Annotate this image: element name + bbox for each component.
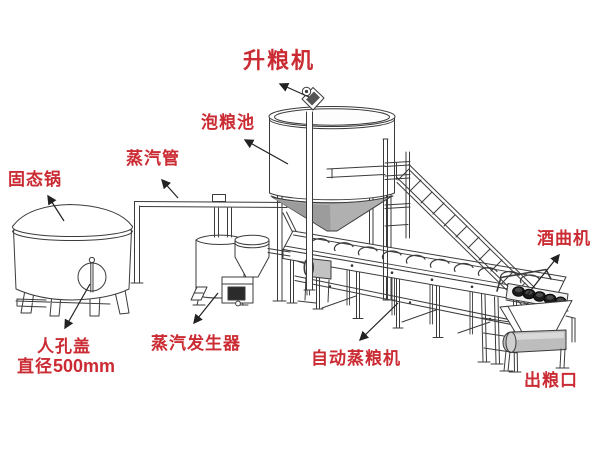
leader-steam-generator <box>193 292 219 325</box>
outlet-legs <box>499 315 576 372</box>
elevator-head-band <box>306 91 320 106</box>
label-grain-outlet-text: 出粮口 <box>524 371 578 391</box>
conveyor-lower-rail <box>294 275 549 334</box>
pot-manhole-bar <box>90 261 94 293</box>
leader-manhole <box>64 283 91 330</box>
pot-manhole-knob <box>88 256 96 264</box>
label-grain-elevator-text: 升粮机 <box>243 48 316 74</box>
label-solid-state-pot: 固态锅 <box>8 171 62 190</box>
label-soaking-tank: 泡粮池 <box>201 114 255 133</box>
elevator-tube-fill <box>306 112 313 290</box>
outlet-drum-highlight <box>513 332 564 340</box>
elevator-tube <box>303 111 316 291</box>
pot-legs <box>15 289 130 317</box>
leader-arrows <box>47 82 560 342</box>
feeder-hopper-band <box>234 242 270 249</box>
leader-yeast-machine <box>526 253 560 296</box>
platform-stairs-drawing <box>326 138 538 309</box>
label-auto-grain-steamer: 自动蒸粮机 <box>311 350 401 369</box>
conveyor-motor <box>297 258 332 304</box>
stair-stringers <box>396 164 538 309</box>
pot-lid <box>12 204 133 227</box>
soaking-tank-drawing <box>268 106 396 302</box>
pipe-downpipes <box>214 207 232 238</box>
tank-hopper-cone <box>271 195 393 232</box>
label-manhole-diameter-value: 500mm <box>53 356 116 376</box>
label-manhole-diameter-prefix: 直径 <box>17 357 53 377</box>
tank-hopper-cone-shade <box>273 198 331 231</box>
feeder-window <box>227 286 246 301</box>
label-yeast-machine: 酒曲机 <box>537 230 591 249</box>
tank-body <box>269 117 395 201</box>
label-steam-pipe: 蒸汽管 <box>126 150 180 169</box>
outlet-drum-end <box>505 331 517 353</box>
label-manhole-cover-text: 人孔盖 <box>37 337 91 357</box>
label-steam-generator-text: 蒸汽发生器 <box>151 334 241 354</box>
pipe-vertical <box>130 201 144 284</box>
steam-generator-drawing <box>190 234 270 307</box>
label-steam-pipe-text: 蒸汽管 <box>126 149 180 169</box>
grain-outlet-drawing <box>499 300 576 372</box>
pot-rim-band <box>12 230 133 241</box>
generator-left-elbow <box>190 286 208 301</box>
conveyor-left-end-bar <box>267 248 291 257</box>
label-solid-state-pot-text: 固态锅 <box>8 170 62 190</box>
label-grain-outlet: 出粮口 <box>524 372 578 391</box>
label-grain-elevator: 升粮机 <box>243 49 315 74</box>
pipe-flange <box>212 194 226 202</box>
leader-steam-pipe <box>161 178 179 199</box>
label-auto-grain-steamer-text: 自动蒸粮机 <box>311 349 401 369</box>
grain-elevator-drawing <box>301 86 325 291</box>
feeder-hopper-rim <box>234 234 270 246</box>
yeast-handle <box>496 268 552 292</box>
tank-rim-band <box>269 119 395 130</box>
outlet-funnel <box>499 300 573 334</box>
platform-posts <box>382 138 410 300</box>
pipe-horizontal <box>134 201 288 208</box>
tank-rim-inner <box>274 108 390 126</box>
label-soaking-tank-text: 泡粮池 <box>201 113 255 133</box>
solid-state-pot-drawing <box>12 204 133 317</box>
label-manhole-cover: 人孔盖 直径500mm <box>17 338 115 377</box>
label-yeast-machine-text: 酒曲机 <box>537 229 591 249</box>
platform-rails <box>326 161 411 227</box>
conveyor-front-legs <box>286 259 444 338</box>
leader-grain-elevator <box>278 82 310 98</box>
elevator-head-dot <box>304 89 309 94</box>
pot-manhole <box>77 262 107 292</box>
steamer-conveyor-drawing <box>267 230 567 373</box>
label-steam-generator: 蒸汽发生器 <box>151 335 241 354</box>
label-manhole-diameter: 直径500mm <box>17 357 115 377</box>
leader-solid-pot <box>47 194 65 222</box>
leader-auto-steamer <box>358 302 399 342</box>
leader-soaking-tank <box>243 139 289 165</box>
feeder-knob <box>235 300 241 307</box>
